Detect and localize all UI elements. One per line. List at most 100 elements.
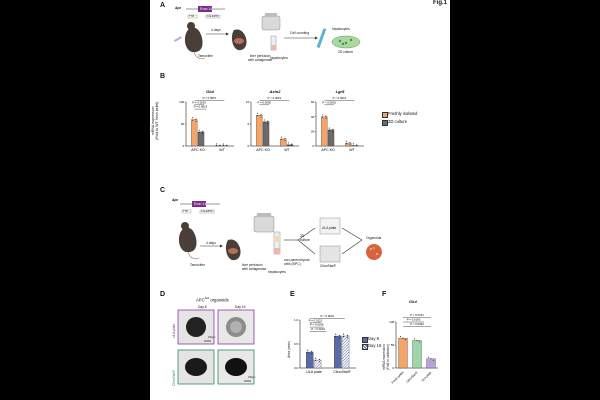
data-point	[226, 144, 228, 147]
panel-c-drawing	[178, 201, 382, 263]
organoid-icon	[366, 244, 382, 260]
data-point	[222, 143, 224, 145]
panel-f-title: Glul	[409, 299, 417, 304]
chart-title: Axin2	[269, 89, 282, 94]
bar	[426, 358, 436, 369]
data-point	[430, 358, 432, 360]
legend-swatch-day8	[362, 337, 368, 343]
data-point	[198, 131, 200, 134]
x-tick-label: ULA plate	[306, 370, 322, 374]
y-tick-label: 0	[393, 366, 395, 370]
y-tick-label: 0.5	[294, 342, 299, 346]
p-value-label: P = 0.0005	[257, 100, 271, 104]
pipette-icon	[316, 28, 327, 49]
legend-swatch-fresh	[382, 112, 388, 118]
data-point	[311, 350, 313, 352]
data-point	[325, 115, 327, 117]
y-tick-label: 5	[248, 122, 250, 126]
exon-c-label: Exon 14	[194, 202, 207, 206]
figure-page: Fig.1 A	[150, 0, 450, 400]
p-value-label: P = 0.0019	[194, 105, 208, 109]
clinostar-label: ClinoStar®	[320, 264, 336, 268]
scale-bar-2: 100µm	[248, 376, 256, 379]
data-point	[267, 120, 269, 122]
bar	[286, 144, 294, 147]
data-point	[346, 334, 349, 336]
panel-a-label: A	[160, 2, 166, 9]
bar	[306, 351, 314, 369]
panel-b-label: B	[160, 73, 166, 80]
p-value-label: P = 0.0019	[192, 100, 206, 104]
data-point	[328, 129, 330, 132]
data-point	[192, 119, 194, 121]
chart-title: Glul	[206, 89, 215, 94]
panel-f-label: F	[382, 291, 387, 298]
culture-2d-label: 2D culture	[338, 50, 354, 54]
bar	[313, 359, 322, 369]
data-point	[349, 141, 351, 144]
ula-label: ULA plate	[322, 226, 337, 230]
y-tick-label: 50	[181, 122, 185, 126]
x-tick-label: WT	[284, 148, 290, 152]
panel-b-ylabel: mRNA expression (Fold to WT fresh pellet…	[151, 101, 159, 140]
data-point	[356, 144, 358, 147]
exon-a-label: Exon 14	[200, 7, 213, 11]
gene-a-label: Apc	[175, 6, 182, 10]
data-point	[257, 112, 259, 114]
legend-day16: Day 16	[368, 343, 382, 348]
data-point	[281, 136, 283, 138]
data-point	[346, 143, 348, 145]
y-tick-label: 50	[391, 343, 395, 347]
data-point	[287, 144, 289, 146]
data-point	[318, 358, 321, 360]
data-point	[402, 337, 404, 339]
data-point	[343, 333, 345, 335]
data-point	[267, 123, 269, 125]
data-point	[325, 117, 327, 120]
y-tick-label: 60	[311, 100, 315, 104]
data-point	[222, 144, 224, 147]
data-point	[216, 143, 218, 145]
data-point	[343, 336, 345, 338]
organoids-label: Organoids	[366, 236, 382, 240]
culture-3d-label: 3D culture	[300, 234, 310, 242]
data-point	[349, 144, 351, 146]
npc-label: non-parenchymal cells (NPC)	[284, 258, 310, 266]
x-tick-label: ClinoStar®	[333, 370, 351, 374]
data-point	[291, 144, 293, 147]
y-tick-label: 0	[183, 144, 185, 148]
legend-2d: 2D culture	[388, 119, 408, 124]
data-point	[339, 334, 341, 336]
data-point	[287, 142, 289, 144]
bar	[345, 142, 352, 147]
bar	[321, 116, 328, 147]
data-point	[291, 143, 293, 145]
data-point	[346, 337, 349, 339]
y-tick-label: 1.0	[294, 318, 299, 322]
data-point	[414, 338, 416, 340]
gene-c-label: Apc	[172, 198, 179, 202]
p-value-label: P < 0.0001	[322, 100, 336, 104]
data-point	[346, 140, 348, 142]
data-point	[198, 129, 200, 131]
x-tick-label: APC KO	[256, 148, 270, 152]
x-tick-label: WT	[349, 148, 355, 152]
data-point	[352, 144, 354, 147]
x-tick-label: ULA plate	[420, 370, 432, 382]
p-value-label: P < 0.0001	[268, 96, 282, 100]
perfusion-a-label: liver perfusion with collagenase	[248, 54, 273, 62]
chart-title: Lgr5	[336, 89, 345, 94]
legend-swatch-2d	[382, 120, 388, 126]
centrifuge-icon	[261, 15, 281, 31]
panel-e-label: E	[290, 291, 295, 298]
p-value-label: P < 0.0001	[321, 314, 335, 318]
bar	[262, 121, 270, 147]
hepatocytes-dish-a: hepatocytes	[332, 27, 350, 31]
row-ula-label: ULA plate	[172, 323, 176, 338]
row-clino-label: ClinoStar®	[172, 370, 176, 386]
tamoxifen-c-label: Tamoxifen	[190, 263, 206, 267]
x-tick-label: WT	[219, 148, 225, 152]
data-point	[332, 128, 334, 130]
